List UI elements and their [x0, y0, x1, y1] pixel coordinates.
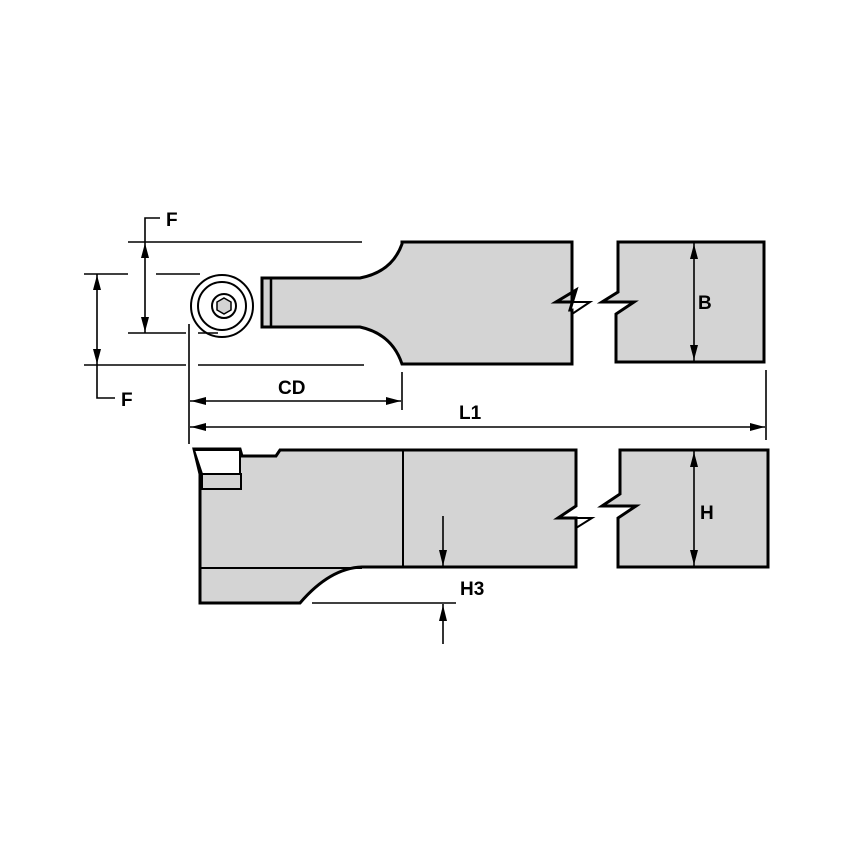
insert-pocket	[192, 449, 241, 475]
length-dimensions: CD L1	[188, 324, 767, 444]
side-view: H H3	[192, 447, 770, 644]
shank-side-left	[192, 447, 578, 605]
shank-top-right	[596, 240, 766, 364]
label-cd: CD	[278, 378, 305, 399]
label-l1: L1	[459, 403, 482, 424]
hex-socket-icon	[216, 297, 232, 315]
shank-side-right	[597, 448, 770, 569]
seat-step	[201, 473, 242, 490]
label-h3: H3	[460, 579, 484, 600]
label-f-top: F	[166, 210, 178, 231]
break-line-top-left	[552, 242, 594, 364]
break-line-side-left	[554, 450, 596, 567]
label-b: B	[698, 293, 712, 314]
label-f-bottom: F	[121, 390, 133, 411]
top-view: F F B	[84, 210, 766, 411]
shank-top-left	[260, 240, 579, 366]
label-h: H	[700, 503, 714, 524]
